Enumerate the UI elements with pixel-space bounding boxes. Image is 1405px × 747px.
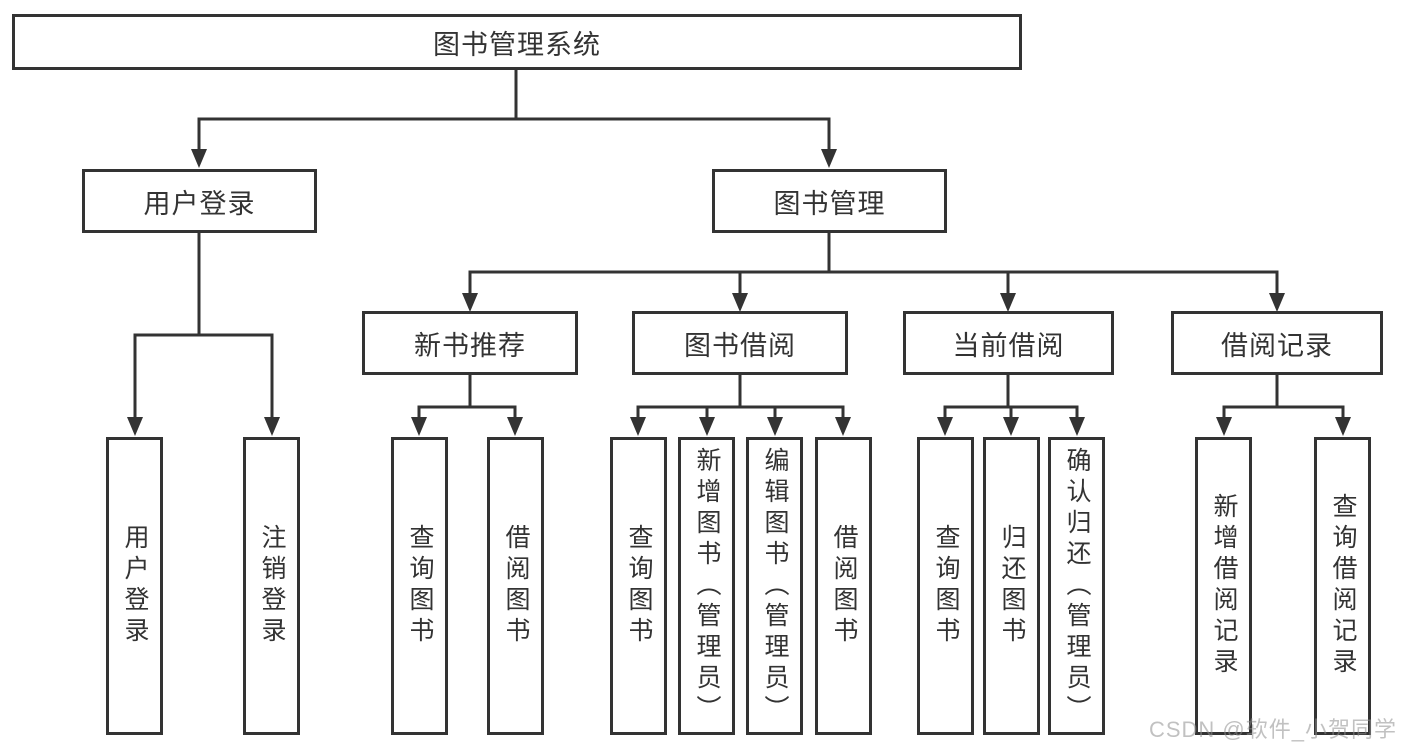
node-current-borrow: 当前借阅 bbox=[903, 311, 1114, 375]
leaf-add-book-admin: 新增图书（管理员） bbox=[678, 437, 735, 735]
leaf-borrow-book-2: 借阅图书 bbox=[815, 437, 872, 735]
connector-root-to-level2 bbox=[191, 68, 837, 168]
connector-book-mgmt-children bbox=[462, 231, 1285, 312]
node-book-borrow: 图书借阅 bbox=[632, 311, 848, 375]
leaf-logout: 注销登录 bbox=[243, 437, 300, 735]
connector-borrow-record-children bbox=[1216, 373, 1351, 436]
leaf-user-login: 用户登录 bbox=[106, 437, 163, 735]
node-book-management: 图书管理 bbox=[712, 169, 947, 233]
leaf-query-borrow-record: 查询借阅记录 bbox=[1314, 437, 1371, 735]
connector-user-login-children bbox=[127, 231, 280, 436]
watermark-text: CSDN @软件_小贺同学 bbox=[1148, 717, 1397, 742]
leaf-confirm-return-admin: 确认归还（管理员） bbox=[1048, 437, 1105, 735]
connector-book-borrow-children bbox=[630, 373, 851, 436]
connector-new-book-children bbox=[411, 373, 523, 436]
node-user-login: 用户登录 bbox=[82, 169, 317, 233]
leaf-add-borrow-record: 新增借阅记录 bbox=[1195, 437, 1252, 735]
node-root-system: 图书管理系统 bbox=[12, 14, 1022, 70]
leaf-query-book-3: 查询图书 bbox=[917, 437, 974, 735]
leaf-query-book-1: 查询图书 bbox=[391, 437, 448, 735]
leaf-borrow-book-1: 借阅图书 bbox=[487, 437, 544, 735]
leaf-return-book: 归还图书 bbox=[983, 437, 1040, 735]
node-borrow-record: 借阅记录 bbox=[1171, 311, 1383, 375]
leaf-edit-book-admin: 编辑图书（管理员） bbox=[746, 437, 803, 735]
leaf-query-book-2: 查询图书 bbox=[610, 437, 667, 735]
connector-current-borrow-children bbox=[937, 373, 1085, 436]
node-new-book-recommend: 新书推荐 bbox=[362, 311, 578, 375]
